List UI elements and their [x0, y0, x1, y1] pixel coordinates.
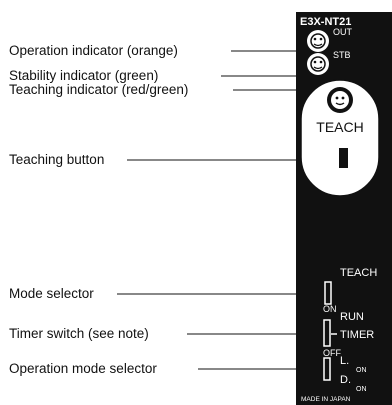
opmode-l-label: L. — [340, 355, 349, 367]
mode-run-label: RUN — [340, 311, 364, 323]
callout-operation-mode-selector: Operation mode selector — [9, 361, 157, 376]
opmode-d-label: D. — [340, 374, 351, 386]
teach-label: TEACH — [316, 119, 363, 135]
teaching-button[interactable] — [339, 148, 348, 168]
callout-mode-selector: Mode selector — [9, 286, 94, 301]
timer-label: TIMER — [340, 329, 374, 341]
model-label: E3X-NT21 — [300, 16, 351, 28]
teaching-capsule — [300, 79, 380, 197]
timer-on-label: ON — [323, 304, 337, 314]
callout-stability-indicator: Stability indicator (green) — [9, 68, 159, 83]
operation-indicator-led — [307, 30, 329, 52]
callout-operation-indicator: Operation indicator (orange) — [9, 43, 178, 58]
operation-mode-switch[interactable] — [323, 357, 331, 381]
timer-switch[interactable] — [323, 319, 331, 347]
callout-teaching-button: Teaching button — [9, 152, 105, 167]
opmode-l-on-label: ON — [356, 367, 367, 374]
mode-teach-label: TEACH — [340, 267, 377, 279]
mode-selector-switch[interactable] — [324, 281, 332, 305]
opmode-d-on-label: ON — [356, 386, 367, 393]
callout-teaching-indicator: Teaching indicator (red/green) — [9, 82, 189, 97]
origin-label: MADE IN JAPAN — [301, 396, 351, 403]
timer-off-label: OFF — [323, 348, 341, 358]
sensor-panel — [296, 12, 392, 405]
stability-indicator-led — [307, 53, 329, 75]
stb-label: STB — [333, 50, 351, 60]
out-label: OUT — [333, 27, 353, 37]
callout-timer-switch: Timer switch (see note) — [9, 326, 149, 341]
